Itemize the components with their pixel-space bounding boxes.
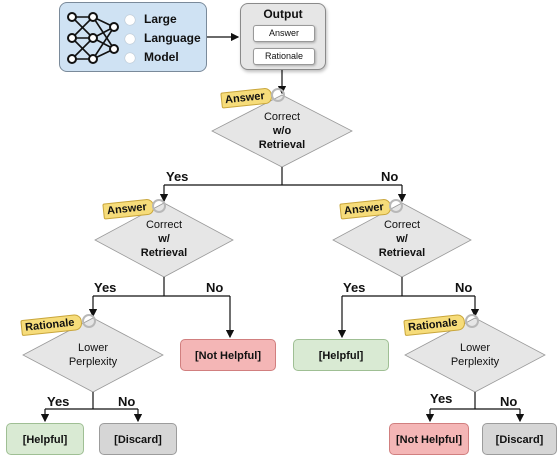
- branch-no: No: [455, 280, 473, 295]
- result-not-helpful: [Not Helpful]: [180, 339, 276, 371]
- output-title: Output: [263, 7, 303, 21]
- decision-root-label: Correct w/o Retrieval: [258, 111, 306, 151]
- llm-box: Large Language Model: [59, 2, 207, 72]
- branch-yes: Yes: [94, 280, 117, 295]
- bullet-icon: [125, 15, 135, 25]
- output-rationale: Rationale: [253, 48, 315, 65]
- result-helpful: [Helpful]: [6, 423, 84, 455]
- branch-yes: Yes: [430, 391, 453, 406]
- bullet-icon: [125, 53, 135, 63]
- branch-yes: Yes: [166, 169, 189, 184]
- branch-yes: Yes: [343, 280, 366, 295]
- llm-label-language: Language: [144, 31, 201, 45]
- llm-label-model: Model: [144, 50, 179, 64]
- tag-ring-icon: [271, 88, 285, 102]
- result-discard: [Discard]: [99, 423, 177, 455]
- decision-right-label: Correct w/ Retrieval: [378, 219, 426, 259]
- output-answer: Answer: [253, 25, 315, 42]
- tag-ring-icon: [389, 199, 403, 213]
- neural-network-icon: [67, 12, 119, 64]
- decision-perplexity-right-label: Lower Perplexity: [450, 342, 500, 368]
- result-not-helpful: [Not Helpful]: [389, 423, 469, 455]
- branch-no: No: [381, 169, 399, 184]
- tag-ring-icon: [152, 199, 166, 213]
- branch-no: No: [118, 394, 136, 409]
- result-helpful: [Helpful]: [293, 339, 389, 371]
- llm-label-large: Large: [144, 12, 177, 26]
- branch-yes: Yes: [47, 394, 70, 409]
- result-discard: [Discard]: [482, 423, 557, 455]
- decision-left-label: Correct w/ Retrieval: [140, 219, 188, 259]
- output-box: Output Answer Rationale: [240, 3, 326, 70]
- decision-perplexity-left-label: Lower Perplexity: [68, 342, 118, 368]
- tag-ring-icon: [465, 314, 479, 328]
- tag-ring-icon: [82, 314, 96, 328]
- branch-no: No: [500, 394, 518, 409]
- branch-no: No: [206, 280, 224, 295]
- bullet-icon: [125, 34, 135, 44]
